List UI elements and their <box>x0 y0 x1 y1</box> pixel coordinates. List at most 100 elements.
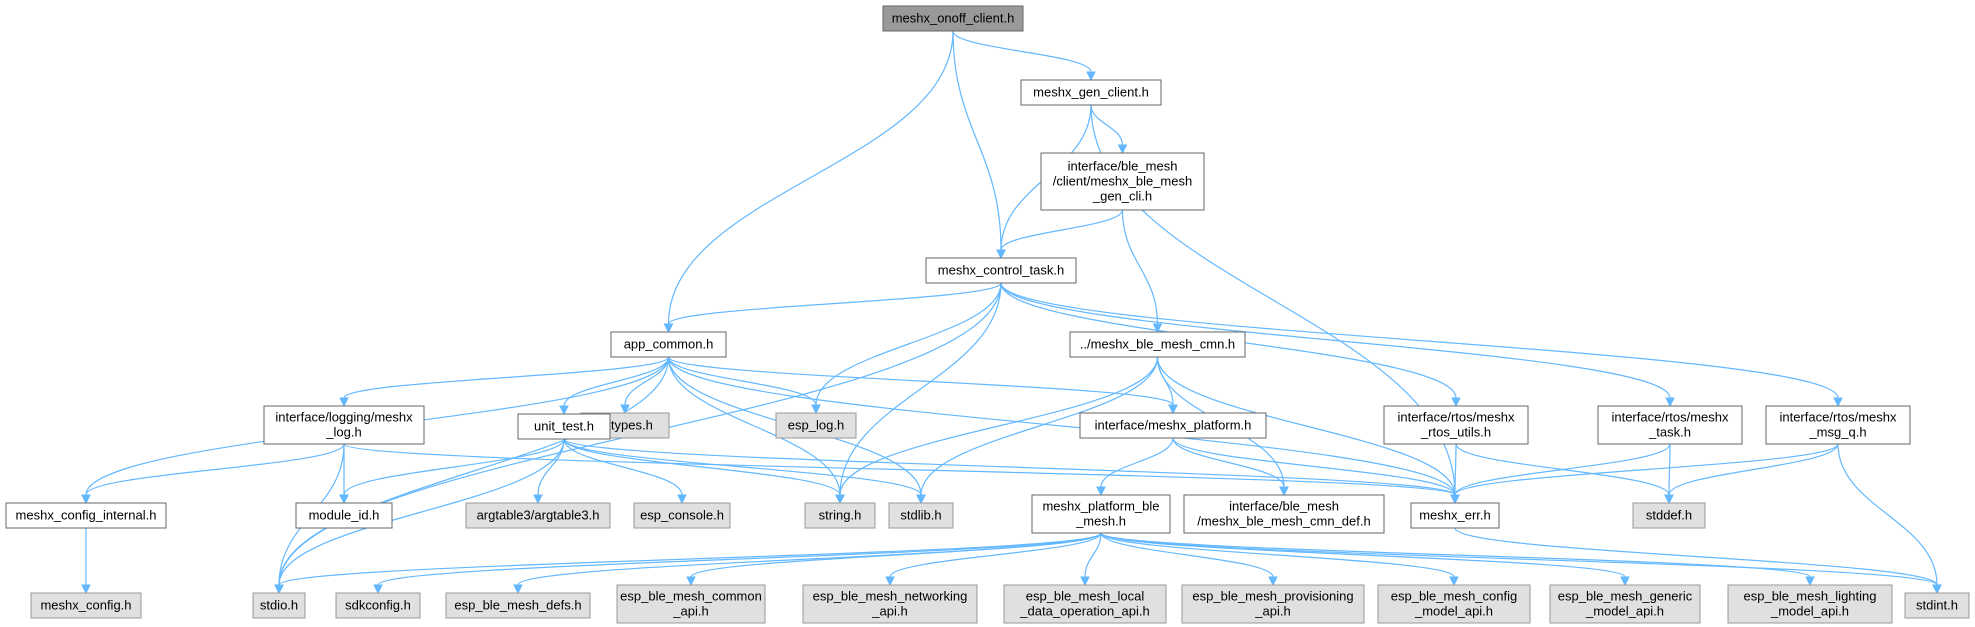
edge-arrowhead-n4-n5 <box>663 323 674 334</box>
edge-arrowhead-n21-n26 <box>274 584 284 595</box>
node-meshx-err-h[interactable]: meshx_err.h <box>1410 502 1500 529</box>
node-label-line: interface/rtos/meshx <box>1611 410 1729 425</box>
node-esp-ble-mesh-provisioning-api-h[interactable]: esp_ble_mesh_provisioning_api.h <box>1181 584 1365 624</box>
node-meshx-platform-ble-mesh-h[interactable]: meshx_platform_ble_mesh.h <box>1031 494 1171 534</box>
node-esp-ble-mesh-lighting-model-api-h[interactable]: esp_ble_mesh_lighting_model_api.h <box>1727 584 1893 624</box>
edge-n21-n32 <box>1100 532 1274 578</box>
edge-n6-n23 <box>1156 356 1456 496</box>
edge-arrowhead-n9-n16 <box>339 494 349 505</box>
node-box <box>1183 494 1385 534</box>
edge-arrowhead-n4-n14 <box>1833 397 1843 408</box>
edge-arrowhead-n21-n31 <box>1080 576 1090 587</box>
node-interface-ble-mesh-client-meshx-ble-mesh-gen-cli-h[interactable]: interface/ble_mesh/client/meshx_ble_mesh… <box>1040 152 1205 211</box>
node-label-line: _task.h <box>1648 425 1691 440</box>
node-label-line: /client/meshx_ble_mesh <box>1053 174 1192 189</box>
edge-n8-n15 <box>85 443 345 496</box>
edge-n3-n6 <box>1121 209 1159 325</box>
edge-arrowhead-n3-n4 <box>996 249 1006 260</box>
edge-n6-n20 <box>920 356 1159 496</box>
node-esp-ble-mesh-networking-api-h[interactable]: esp_ble_mesh_networking_api.h <box>802 584 978 624</box>
edge-n9-n20 <box>563 438 922 496</box>
node-interface-logging-meshx-log-h[interactable]: interface/logging/meshx_log.h <box>263 405 425 445</box>
edge-n14-n24 <box>1668 443 1839 496</box>
node-interface-meshx-platform-h[interactable]: interface/meshx_platform.h <box>1079 412 1267 439</box>
edge-n11-n22 <box>1172 437 1285 488</box>
edge-n3-n4 <box>1000 209 1124 251</box>
node-sdkconfig-h[interactable]: sdkconfig.h <box>335 592 421 619</box>
edge-arrowhead-n21-n35 <box>1805 576 1815 587</box>
edge-n13-n23 <box>1454 443 1671 496</box>
node-esp-ble-mesh-common-api-h[interactable]: esp_ble_mesh_common_api.h <box>616 584 766 624</box>
node-label-line: esp_ble_mesh_common <box>620 589 762 604</box>
edge-n21-n30 <box>889 532 1102 578</box>
node-meshx-config-internal-h[interactable]: meshx_config_internal.h <box>5 502 167 529</box>
edge-arrowhead-n23-n36 <box>1932 584 1942 595</box>
node-interface-rtos-meshx-msg-q-h[interactable]: interface/rtos/meshx_msg_q.h <box>1765 405 1911 445</box>
edge-n21-n35 <box>1100 532 1811 578</box>
node-esp-log-h[interactable]: esp_log.h <box>775 412 857 439</box>
node-interface-ble-mesh-meshx-ble-mesh-cmn-def-h[interactable]: interface/ble_mesh/meshx_ble_mesh_cmn_de… <box>1183 494 1385 534</box>
node-esp-ble-mesh-defs-h[interactable]: esp_ble_mesh_defs.h <box>445 592 591 619</box>
node-esp-ble-mesh-local-data-operation-api-h[interactable]: esp_ble_mesh_local_data_operation_api.h <box>1003 584 1167 624</box>
node-box <box>925 257 1077 284</box>
node-box <box>1079 412 1267 439</box>
node-label-line: inttypes.h <box>597 418 653 433</box>
edge-n5-n11 <box>667 356 1174 406</box>
edge-n21-n26 <box>278 532 1102 586</box>
node-string-h[interactable]: string.h <box>804 502 876 529</box>
node-esp-console-h[interactable]: esp_console.h <box>633 502 731 529</box>
node-meshx-onoff-client-h[interactable]: meshx_onoff_client.h <box>882 5 1024 32</box>
node-interface-rtos-meshx-rtos-utils-h[interactable]: interface/rtos/meshx_rtos_utils.h <box>1383 405 1529 445</box>
node-app-common-h[interactable]: app_common.h <box>610 331 727 358</box>
node-box <box>1727 584 1893 624</box>
node-meshx-gen-client-h[interactable]: meshx_gen_client.h <box>1020 79 1162 106</box>
edge-arrowhead-n21-n32 <box>1268 576 1278 587</box>
node-box <box>1031 494 1171 534</box>
node-label-line: meshx_config.h <box>40 598 131 613</box>
node-esp-ble-mesh-config-model-api-h[interactable]: esp_ble_mesh_config_model_api.h <box>1377 584 1531 624</box>
node-label-line: _log.h <box>325 425 361 440</box>
edge-n21-n31 <box>1084 532 1102 578</box>
node--meshx-ble-mesh-cmn-h[interactable]: ../meshx_ble_mesh_cmn.h <box>1069 331 1246 358</box>
node-label-line: stddef.h <box>1646 508 1692 523</box>
node-box <box>1632 502 1706 529</box>
edge-arrowhead-n21-n28 <box>513 584 523 595</box>
edge-arrowhead-n21-n34 <box>1620 576 1630 587</box>
node-meshx-config-h[interactable]: meshx_config.h <box>30 592 142 619</box>
node-box <box>633 502 731 529</box>
node-esp-ble-mesh-generic-model-api-h[interactable]: esp_ble_mesh_generic_model_api.h <box>1549 584 1701 624</box>
node-label-line: _api.h <box>672 604 708 619</box>
node-unit-test-h[interactable]: unit_test.h <box>517 413 611 440</box>
nodes-layer: meshx_onoff_client.h meshx_gen_client.hin… <box>5 5 1970 624</box>
node-stdint-h[interactable]: stdint.h <box>1904 592 1970 619</box>
node-label-line: meshx_gen_client.h <box>1033 85 1149 100</box>
node-interface-rtos-meshx-task-h[interactable]: interface/rtos/meshx_task.h <box>1597 405 1743 445</box>
edge-n21-n27 <box>377 532 1102 586</box>
node-stddef-h[interactable]: stddef.h <box>1632 502 1706 529</box>
node-box <box>610 331 727 358</box>
edge-arrowhead-n21-n33 <box>1449 576 1459 587</box>
node-box <box>30 592 142 619</box>
node-module-id-h[interactable]: module_id.h <box>295 502 393 529</box>
edge-n21-n34 <box>1100 532 1626 578</box>
node-label-line: esp_ble_mesh_defs.h <box>454 598 581 613</box>
edge-arrowhead-n15-n25 <box>81 584 91 595</box>
edge-arrowhead-n8-n15 <box>81 494 91 505</box>
node-box <box>888 502 954 529</box>
edge-n4-n5 <box>667 282 1002 325</box>
node-label-line: _api.h <box>871 604 907 619</box>
node-label-line: _rtos_utils.h <box>1420 425 1491 440</box>
node-stdio-h[interactable]: stdio.h <box>252 592 306 619</box>
node-stdlib-h[interactable]: stdlib.h <box>888 502 954 529</box>
edge-arrowhead-n3-n6 <box>1152 323 1163 334</box>
node-meshx-control-task-h[interactable]: meshx_control_task.h <box>925 257 1077 284</box>
edge-n14-n36 <box>1837 443 1938 586</box>
edge-arrowhead-n21-n30 <box>885 576 895 587</box>
edge-arrowhead-n1-n2 <box>1086 71 1096 82</box>
node-box <box>804 502 876 529</box>
edge-n14-n23 <box>1454 443 1839 496</box>
edge-n4-n10 <box>815 282 1002 406</box>
edge-n5-n8 <box>343 356 670 399</box>
node-argtable3-argtable3-h[interactable]: argtable3/argtable3.h <box>465 502 611 529</box>
